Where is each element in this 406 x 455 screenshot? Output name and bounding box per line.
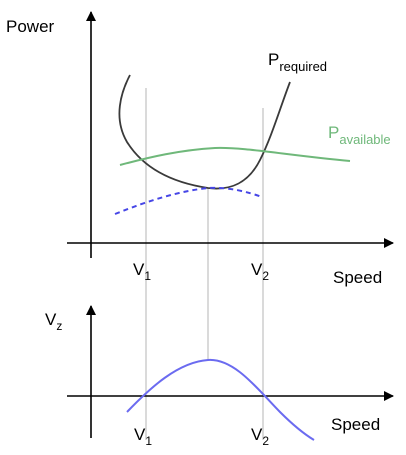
power-required-curve (118, 74, 291, 190)
excess-power-dashed-curve (114, 186, 263, 215)
p-required-main: P (268, 50, 279, 69)
vz-label-main: V (45, 310, 57, 329)
v1-label-bottom-sub: 1 (145, 434, 152, 448)
p-required-sub: required (279, 59, 327, 74)
p-available-sub: available (339, 132, 390, 147)
power-axis-label: Power (6, 17, 55, 36)
v1-label-top-main: V (133, 260, 145, 279)
v2-label-top: V2 (251, 260, 269, 283)
vz-axis-label: Vz (45, 310, 62, 333)
speed-axis-label-top: Speed (333, 268, 382, 287)
v2-label-bottom-main: V (251, 425, 263, 444)
vz-graph: Vz Speed V1 V2 (45, 305, 394, 448)
v1-label-bottom: V1 (134, 425, 152, 448)
speed-axis-label-bottom: Speed (331, 415, 380, 434)
v1-label-top-sub: 1 (144, 269, 151, 283)
p-required-label: Prequired (268, 50, 327, 74)
v2-label-top-sub: 2 (262, 269, 269, 283)
v2-label-bottom-sub: 2 (262, 434, 269, 448)
vz-curve (126, 358, 315, 441)
v2-label-top-main: V (251, 260, 263, 279)
vz-label-sub: z (56, 319, 62, 333)
v2-label-bottom: V2 (251, 425, 269, 448)
v1-label-top: V1 (133, 260, 151, 283)
p-available-label: Pavailable (328, 123, 391, 147)
p-available-main: P (328, 123, 339, 142)
power-graph: Power Speed Prequired Pavailable V1 V2 (6, 11, 394, 287)
power-available-curve (119, 146, 351, 166)
v1-label-bottom-main: V (134, 425, 146, 444)
